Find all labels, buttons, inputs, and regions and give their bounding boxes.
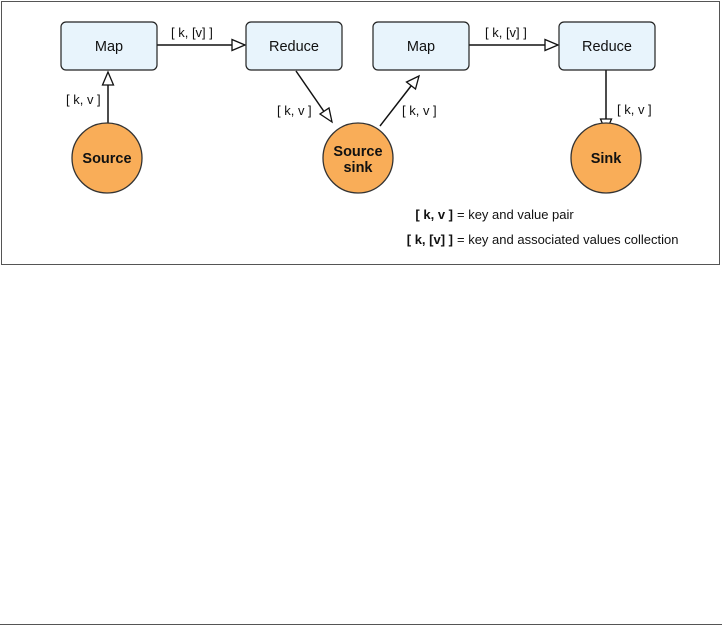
sink-label: Sink — [591, 151, 623, 167]
reduce-label-1: Reduce — [269, 39, 319, 55]
edge-label-source-map1: [ k, v ] — [66, 92, 101, 107]
map-box-1 — [60, 21, 158, 71]
edge-label-map1-reduce1: [ k, [v] ] — [171, 25, 213, 40]
edge-label-reduce1-sourcesink: [ k, v ] — [277, 103, 312, 118]
source-label: Source — [82, 151, 131, 167]
edge-map1-to-reduce1 — [157, 38, 247, 52]
edge-label-reduce2-sink: [ k, v ] — [617, 102, 652, 117]
edge-sourcesink-to-map2 — [379, 74, 420, 127]
legend-key-1: [ k, v ] — [415, 207, 453, 222]
edge-reduce1-to-sourcesink — [295, 70, 333, 124]
legend: [ k, v ] = key and value pair [ k, [v] ]… — [407, 207, 679, 247]
map-box-2 — [372, 21, 470, 71]
source-circle — [71, 122, 143, 194]
legend-key-2: [ k, [v] ] — [407, 232, 453, 247]
map-label-2: Map — [407, 39, 435, 55]
sink-circle — [570, 122, 642, 194]
map-node-2: Map — [372, 21, 470, 71]
edge-source-to-map1 — [101, 70, 115, 124]
source-sink-node: Source sink — [322, 122, 394, 194]
reduce-label-2: Reduce — [582, 39, 632, 55]
sink-node: Sink — [570, 122, 642, 194]
edge-label-map2-reduce2: [ k, [v] ] — [485, 25, 527, 40]
reduce-node-2: Reduce — [558, 21, 656, 71]
legend-text-1: = key and value pair — [457, 207, 574, 222]
edge-label-sourcesink-map2: [ k, v ] — [402, 103, 437, 118]
diagram-frame — [1, 1, 720, 265]
map-label-1: Map — [95, 39, 123, 55]
map-node-1: Map — [60, 21, 158, 71]
source-sink-label-line1: Source — [333, 144, 382, 160]
source-sink-circle — [322, 122, 394, 194]
source-sink-label-line2: sink — [343, 160, 373, 176]
edge-map2-to-reduce2 — [469, 38, 560, 52]
bottom-rule — [0, 624, 722, 625]
reduce-box-2 — [558, 21, 656, 71]
source-node: Source — [71, 122, 143, 194]
reduce-node-1: Reduce — [245, 21, 343, 71]
reduce-box-1 — [245, 21, 343, 71]
legend-text-2: = key and associated values collection — [457, 232, 679, 247]
